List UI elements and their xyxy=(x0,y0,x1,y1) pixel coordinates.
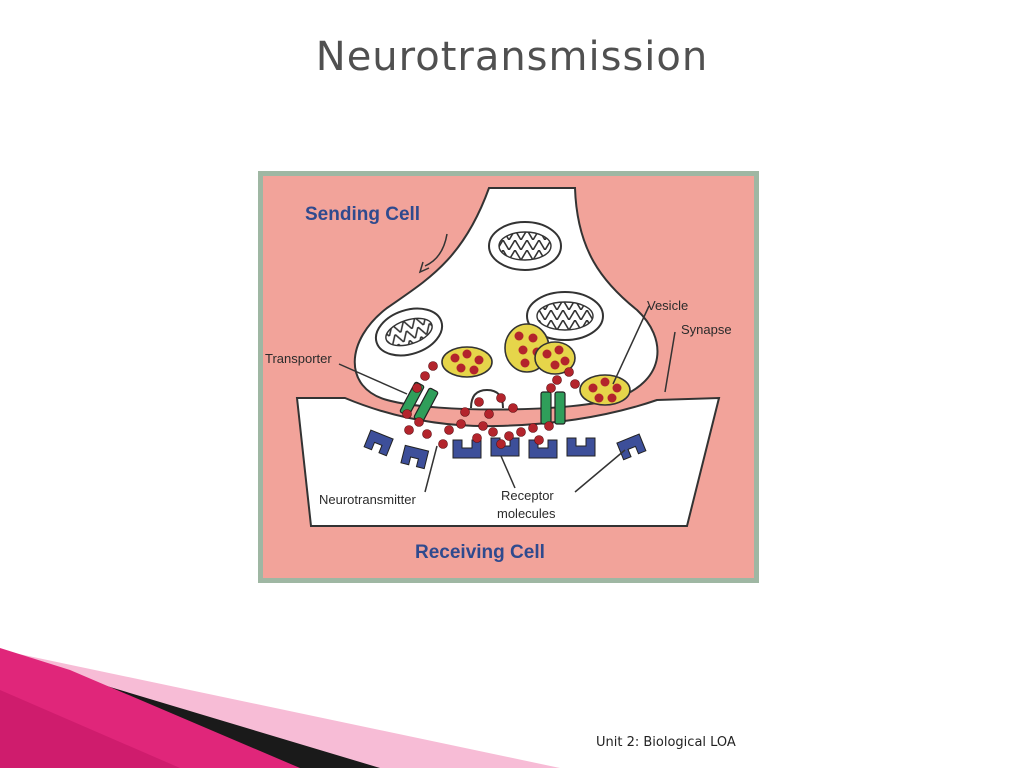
mitochondrion xyxy=(488,221,562,271)
label-receptor: Receptor xyxy=(501,488,554,503)
label-vesicle: Vesicle xyxy=(647,298,688,313)
sending-cell xyxy=(353,187,659,411)
mitochondrion xyxy=(526,291,604,341)
receptor xyxy=(400,444,430,470)
label-sending-cell: Sending Cell xyxy=(305,204,420,225)
vesicle xyxy=(534,341,576,375)
slide-title: Neurotransmission xyxy=(315,34,709,80)
transporter xyxy=(540,391,566,425)
swoosh-light xyxy=(0,650,560,768)
receptor xyxy=(616,433,647,461)
mitochondrion xyxy=(374,307,444,357)
label-molecules: molecules xyxy=(497,506,556,521)
label-transporter: Transporter xyxy=(265,351,332,366)
label-receiving-cell: Receiving Cell xyxy=(415,542,545,563)
decorative-swoosh xyxy=(0,648,560,768)
swoosh-pink-highlight xyxy=(0,690,180,768)
footer-text: Unit 2: Biological LOA xyxy=(596,735,736,750)
label-neurotransmitter: Neurotransmitter xyxy=(319,492,416,507)
label-synapse: Synapse xyxy=(681,322,732,337)
vesicle xyxy=(441,346,493,378)
receptor xyxy=(363,429,394,457)
receptor xyxy=(528,439,558,459)
receptor xyxy=(452,439,482,459)
leader-lines xyxy=(338,233,676,493)
neurotransmitter-molecules xyxy=(402,361,580,449)
receptor xyxy=(566,437,596,457)
receiving-cell xyxy=(295,396,721,527)
vesicle xyxy=(579,374,631,406)
neurotransmission-diagram: Sending Cell Vesicle Synapse Transporter… xyxy=(257,170,760,584)
